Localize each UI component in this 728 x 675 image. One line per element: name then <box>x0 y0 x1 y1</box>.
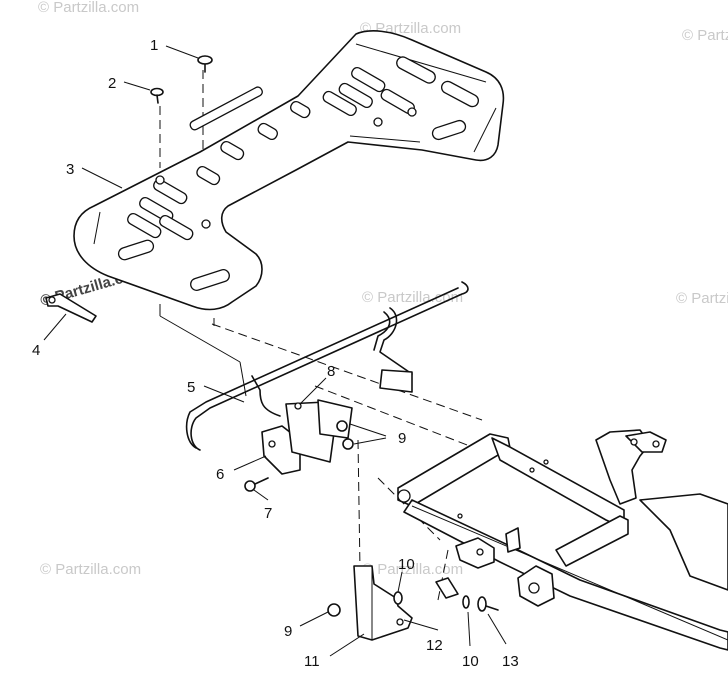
mounting-plate <box>261 399 353 475</box>
rack-slot <box>396 56 436 84</box>
callout-label: 9 <box>284 623 292 640</box>
rack-slot <box>440 80 480 108</box>
callout-label: 1 <box>150 37 158 54</box>
rack-panel <box>73 30 505 311</box>
rack-slot <box>322 90 357 117</box>
rack-slot <box>190 269 230 291</box>
watermark-text: © Partzilla.com <box>362 561 463 578</box>
rack-slot <box>159 214 194 241</box>
rack-slot <box>117 239 155 261</box>
leader-lines <box>43 45 507 657</box>
rack-slot <box>338 82 373 109</box>
rack-hole <box>155 175 165 185</box>
callout-label: 11 <box>304 653 320 670</box>
callout-label: 5 <box>187 379 195 396</box>
callout-label: 12 <box>426 637 443 654</box>
vehicle-frame <box>397 429 728 651</box>
rack-slot <box>220 140 245 161</box>
rack-screw <box>197 55 213 73</box>
watermark-text: © Partzilla.com <box>682 27 728 44</box>
watermark-text: © Partzilla.com <box>38 0 139 16</box>
rack-slot <box>196 165 221 186</box>
spacer <box>435 577 459 599</box>
callout-label: 2 <box>108 75 116 92</box>
nut <box>327 420 354 617</box>
rack-slot <box>189 86 263 131</box>
rack-slot <box>153 178 188 205</box>
rack-screw <box>150 87 164 104</box>
callout-label: 13 <box>502 653 519 670</box>
rack-hole <box>407 107 417 117</box>
watermark-text: © Partzilla.com <box>362 289 463 306</box>
rack-slot <box>431 119 467 141</box>
watermark-text: © Partzilla.com <box>40 561 141 578</box>
bolt <box>244 477 269 492</box>
small-bracket <box>45 293 97 323</box>
callout-label: 7 <box>264 505 272 522</box>
callout-label: 9 <box>398 430 406 447</box>
callout-label: 3 <box>66 161 74 178</box>
rack-slot <box>127 212 162 239</box>
rack-slot <box>290 100 311 119</box>
watermark-text: © Partzilla.com <box>676 290 728 307</box>
callout-label: 8 <box>327 363 335 380</box>
rack-slot <box>257 122 278 141</box>
callout-label: 10 <box>462 653 479 670</box>
alignment-lines <box>159 70 483 601</box>
rack-slot <box>351 66 386 93</box>
callout-label: 10 <box>398 556 415 573</box>
callout-label: 6 <box>216 466 224 483</box>
rack-rail <box>185 281 469 451</box>
rack-hole <box>373 117 383 127</box>
bolt <box>477 596 499 612</box>
rack-hole <box>201 219 211 229</box>
lower-bracket <box>353 565 413 641</box>
callout-label: 4 <box>32 342 40 359</box>
